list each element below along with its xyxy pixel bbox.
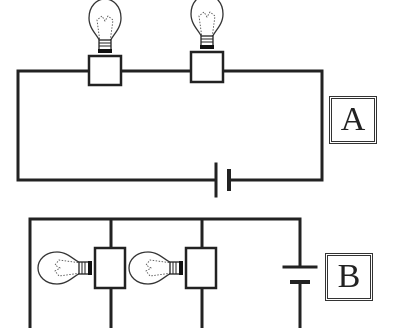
circuit-b-wires <box>28 217 302 328</box>
circuit-b <box>28 217 318 328</box>
circuit-a-bulb-2 <box>189 0 225 84</box>
circuit-a-battery <box>214 162 231 198</box>
circuit-a <box>16 0 324 198</box>
circuit-b-bulb-1 <box>37 246 127 290</box>
circuit-a-bulb-1 <box>87 0 123 87</box>
circuit-b-label: B <box>325 253 373 301</box>
circuit-b-bulb-2 <box>128 246 218 290</box>
circuit-b-battery <box>282 265 318 284</box>
circuit-a-label: A <box>329 96 377 144</box>
circuit-a-wires <box>16 69 324 182</box>
